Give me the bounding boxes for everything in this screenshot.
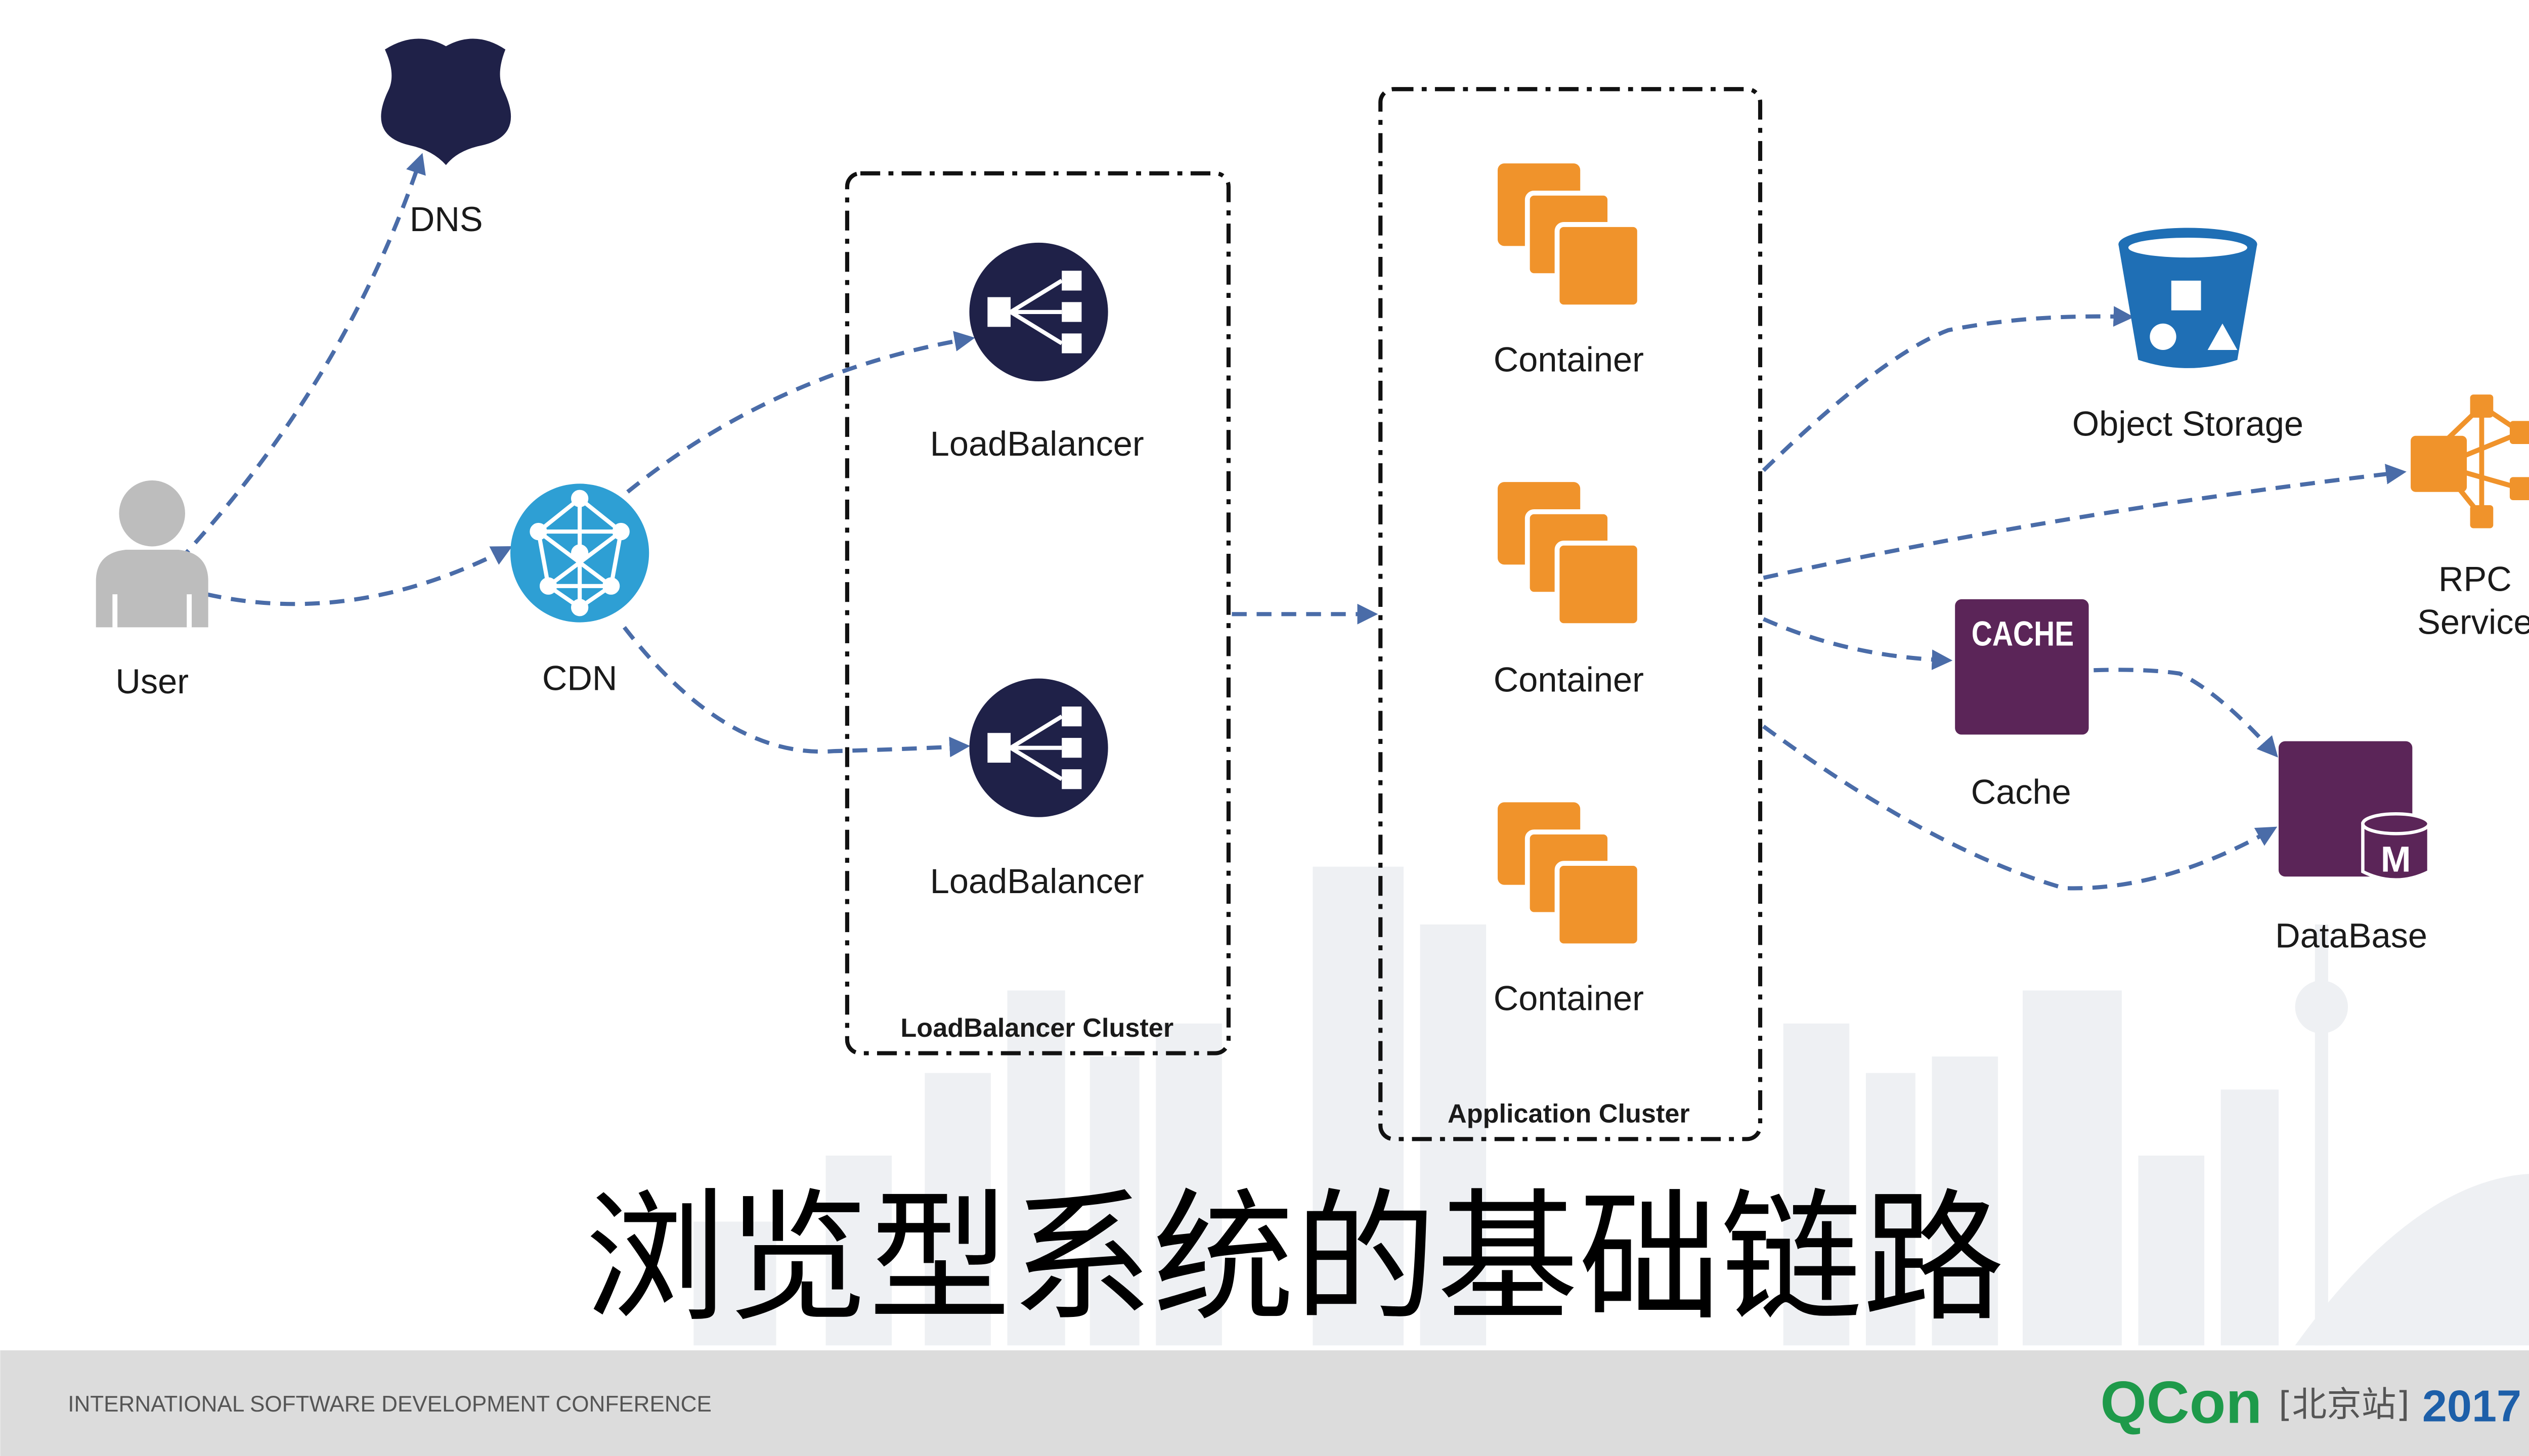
container-label: Container bbox=[1494, 979, 1644, 1018]
arrow-app-rpc bbox=[1763, 464, 2407, 580]
cdn-globe-icon bbox=[510, 483, 649, 623]
arrow-cdn-lb1 bbox=[626, 331, 975, 494]
loadbalancer-icon bbox=[969, 242, 1108, 382]
qcon-location: [北京站] bbox=[2279, 1385, 2410, 1425]
loadbalancer-icon bbox=[969, 678, 1108, 817]
cdn-label: CDN bbox=[542, 658, 617, 697]
rpc-service-network-icon bbox=[2411, 394, 2529, 528]
qcon-brand: QCon bbox=[2100, 1370, 2262, 1436]
cache-icon: CACHE bbox=[1955, 599, 2089, 735]
application-cluster-label: Application Cluster bbox=[1448, 1099, 1690, 1129]
footer-bar bbox=[0, 1350, 2529, 1456]
arrow-cache-db bbox=[2094, 668, 2278, 758]
dns-shield-icon bbox=[381, 38, 511, 165]
arrow-app-cache bbox=[1762, 617, 1953, 670]
database-label: DataBase bbox=[2275, 916, 2427, 955]
qcon-logo: QCon [北京站] 2017 bbox=[2100, 1370, 2521, 1436]
skyline-background bbox=[693, 866, 2529, 1346]
database-badge-text: M bbox=[2381, 839, 2411, 879]
cache-badge-text: CACHE bbox=[1972, 614, 2074, 653]
loadbalancer-cluster-box bbox=[845, 171, 1231, 1055]
container-icon bbox=[1497, 163, 1642, 310]
arrow-user-dns bbox=[177, 153, 426, 563]
database-icon: M bbox=[2278, 741, 2431, 882]
dns-label: DNS bbox=[410, 200, 483, 239]
container-label: Container bbox=[1494, 340, 1644, 379]
object-storage-bucket-icon bbox=[2118, 228, 2257, 368]
arrow-cdn-lb2 bbox=[623, 626, 971, 758]
arrow-user-cdn bbox=[206, 546, 513, 606]
container-icon bbox=[1497, 802, 1642, 949]
qcon-year: 2017 bbox=[2422, 1381, 2521, 1431]
loadbalancer-label: LoadBalancer bbox=[930, 862, 1144, 901]
connection-arrows bbox=[177, 153, 2407, 891]
application-cluster-box bbox=[1378, 87, 1763, 1141]
object-storage-label: Object Storage bbox=[2072, 405, 2303, 444]
arrow-app-storage bbox=[1762, 306, 2134, 472]
conference-name: INTERNATIONAL SOFTWARE DEVELOPMENT CONFE… bbox=[68, 1392, 712, 1417]
user-label: User bbox=[115, 662, 189, 701]
slide-title: 浏览型系统的基础链路 bbox=[585, 1176, 2004, 1341]
loadbalancer-cluster-label: LoadBalancer Cluster bbox=[900, 1013, 1173, 1043]
loadbalancer-label: LoadBalancer bbox=[930, 424, 1144, 463]
container-label: Container bbox=[1494, 660, 1644, 699]
arrow-app-db bbox=[1762, 724, 2278, 891]
rpc-service-label: RPC bbox=[2438, 560, 2512, 599]
container-icon bbox=[1497, 482, 1642, 629]
rpc-service-label: Service bbox=[2417, 602, 2529, 641]
user-icon bbox=[96, 480, 208, 628]
cache-label: Cache bbox=[1971, 773, 2071, 812]
